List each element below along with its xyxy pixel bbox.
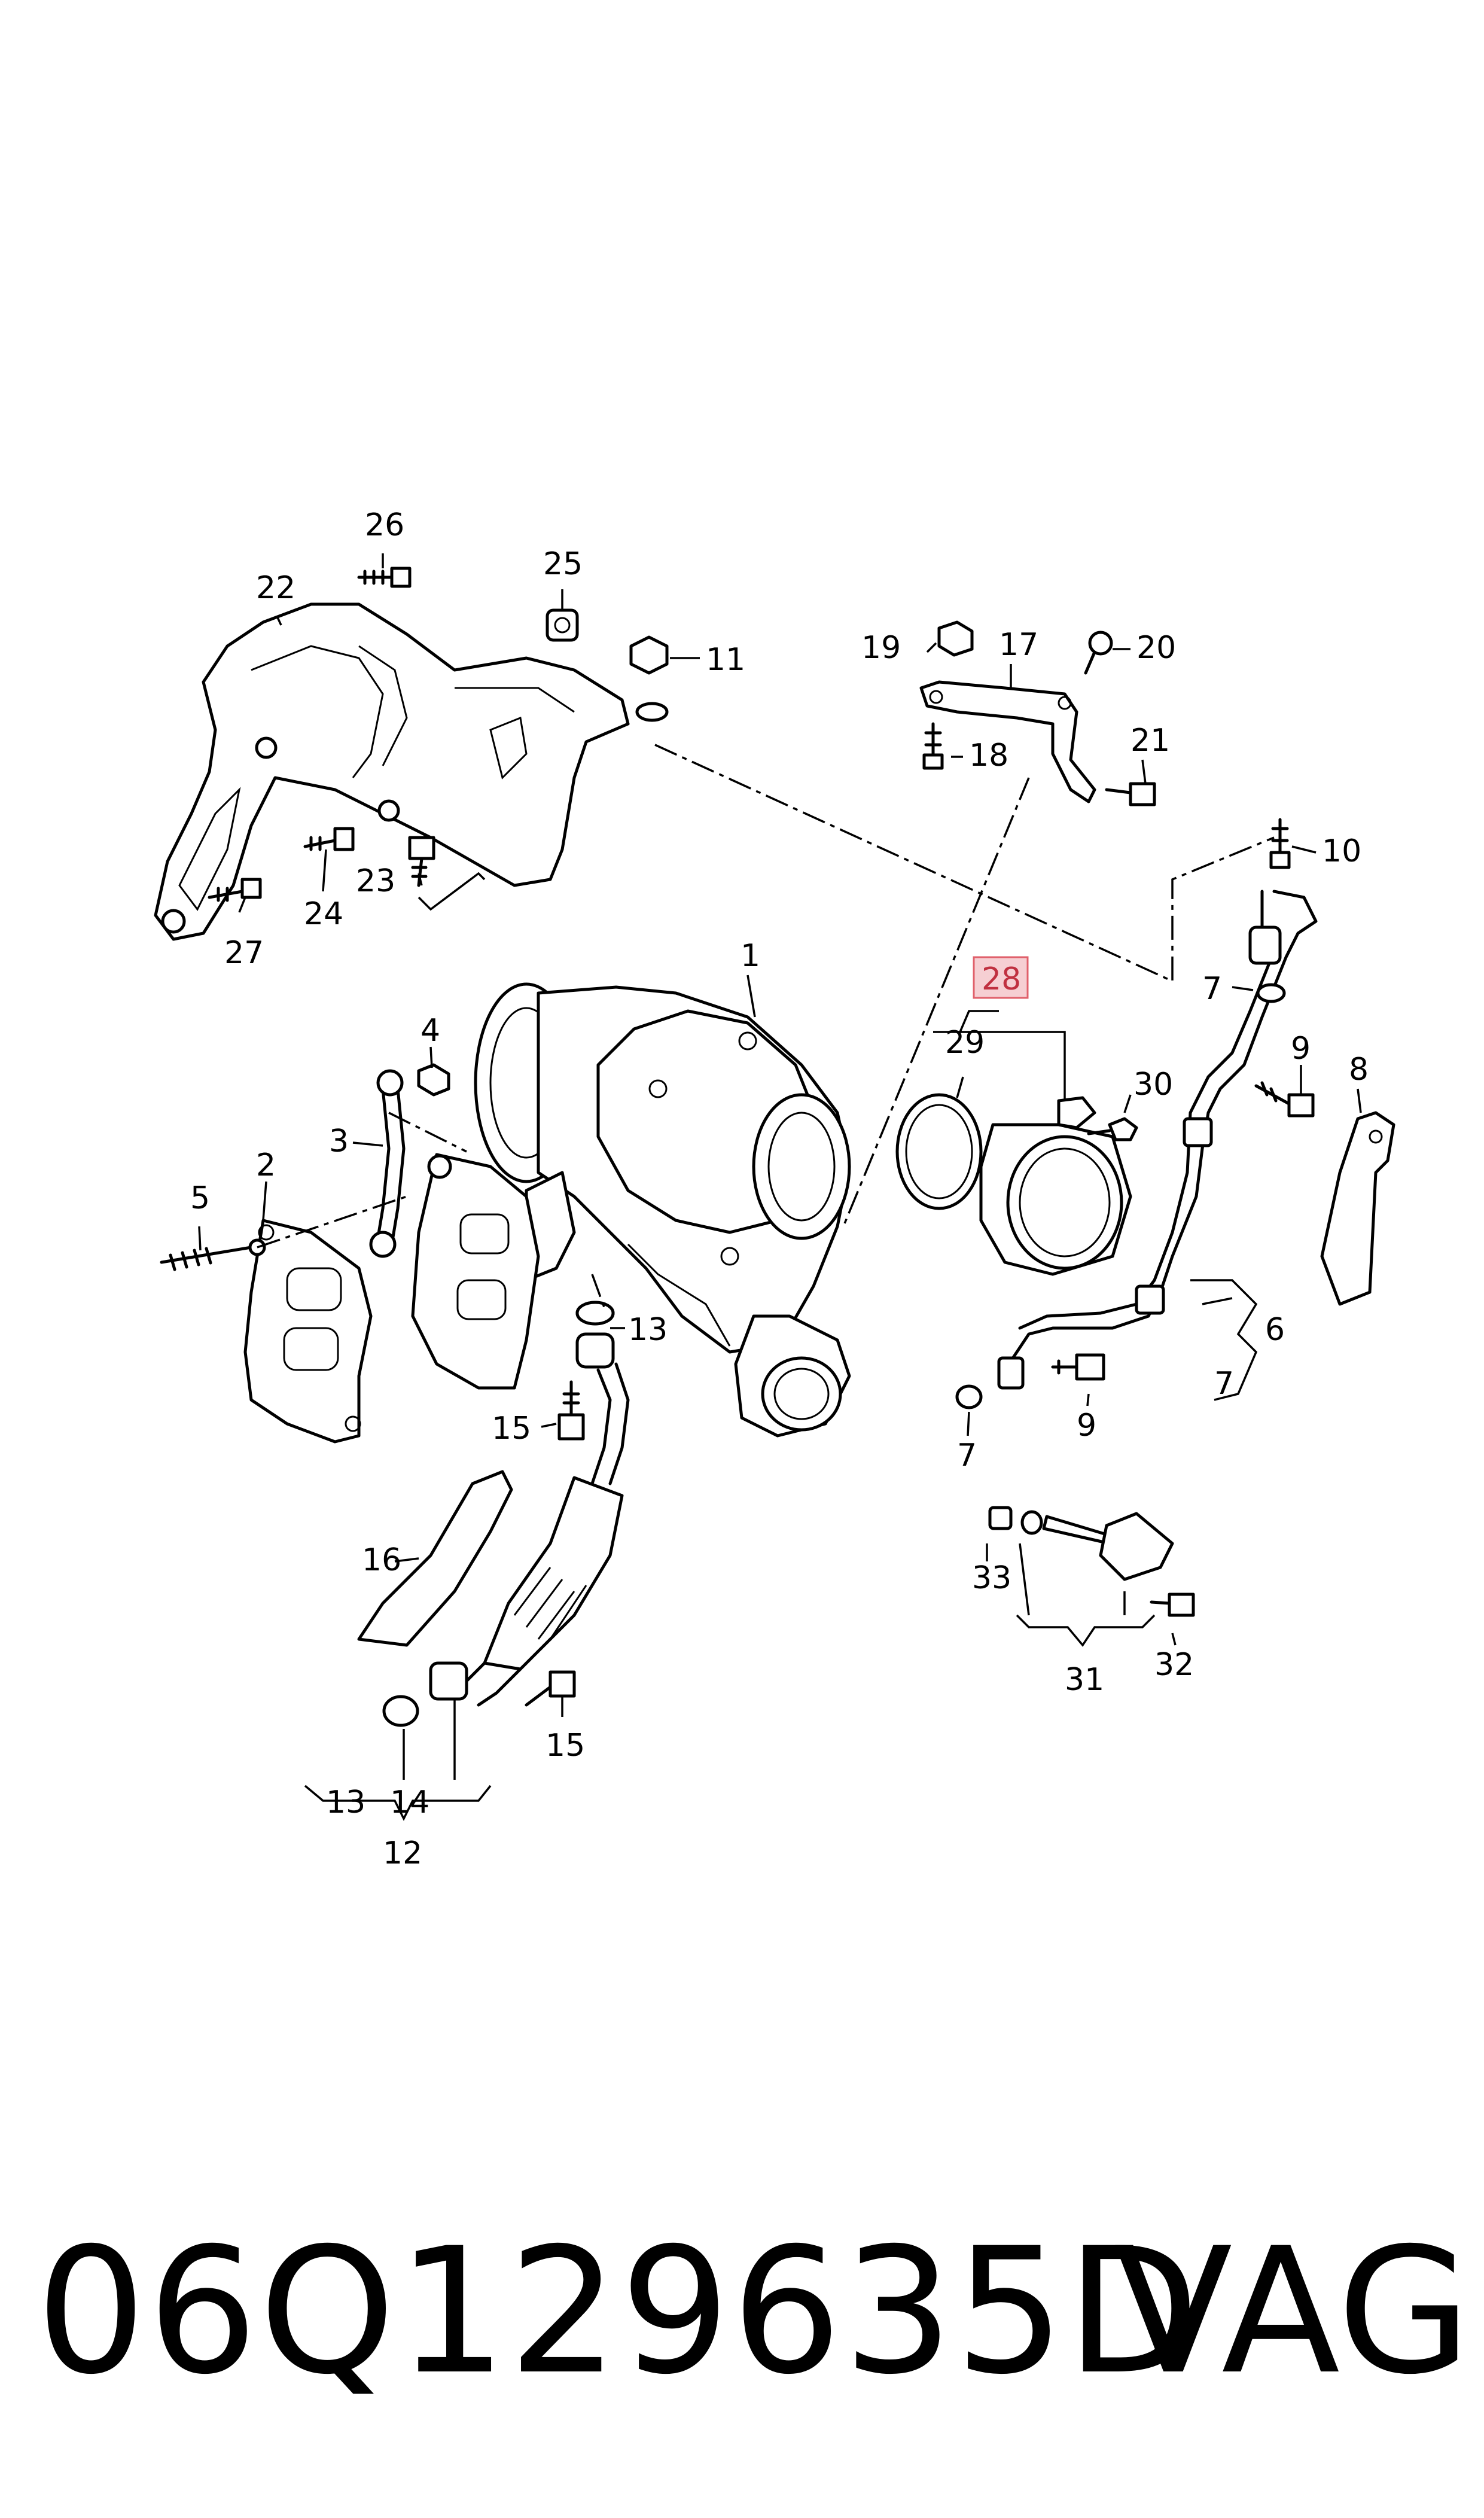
nut-4 bbox=[417, 1063, 450, 1097]
oil-feed-line-6 bbox=[997, 890, 1318, 1390]
callout-11: 11 bbox=[706, 642, 745, 678]
callout-32: 32 bbox=[1154, 1647, 1194, 1683]
heat-shield-8 bbox=[1320, 1111, 1395, 1306]
bolt-26 bbox=[357, 567, 412, 588]
callout-8: 8 bbox=[1349, 1052, 1369, 1088]
intake-connector-28 bbox=[895, 1093, 1132, 1276]
stud-5 bbox=[160, 1238, 266, 1271]
callout-18: 18 bbox=[969, 738, 1008, 774]
callout-labels: 1 2 3 4 5 6 7 7 7 8 9 9 10 11 12 13 13 1… bbox=[190, 507, 1369, 1871]
callout-6: 6 bbox=[1265, 1312, 1285, 1348]
callout-12: 12 bbox=[383, 1835, 422, 1871]
callout-23: 23 bbox=[356, 863, 395, 899]
bolt-32 bbox=[1150, 1593, 1195, 1617]
bolt-10 bbox=[1269, 818, 1291, 869]
callout-27: 27 bbox=[224, 935, 264, 971]
caption-footer: 06Q129635D VAG bbox=[24, 2213, 1471, 2411]
callout-13-b: 13 bbox=[326, 1785, 365, 1820]
bolt-23 bbox=[408, 836, 435, 887]
callout-33: 33 bbox=[972, 1560, 1011, 1596]
callout-25: 25 bbox=[543, 546, 583, 582]
leader-lines bbox=[198, 553, 1362, 1821]
assembly-line-bracket3 bbox=[388, 1112, 467, 1153]
pressure-sensor-31 bbox=[988, 1506, 1174, 1581]
callout-15-b: 15 bbox=[546, 1728, 585, 1764]
heat-shield-part bbox=[154, 602, 630, 941]
callout-5: 5 bbox=[190, 1180, 210, 1216]
callout-13-a: 13 bbox=[628, 1312, 668, 1348]
bracket-3 bbox=[369, 1069, 406, 1258]
turbo-flange bbox=[411, 1153, 540, 1390]
callout-15-a: 15 bbox=[492, 1411, 531, 1447]
turbocharger-1 bbox=[474, 982, 851, 1438]
seal-ring-7 bbox=[955, 983, 1286, 1409]
callout-9-a: 9 bbox=[1291, 1031, 1311, 1067]
callout-16: 16 bbox=[362, 1542, 401, 1578]
callout-31: 31 bbox=[1065, 1662, 1104, 1698]
assembly-line-stud bbox=[257, 1195, 407, 1249]
assembly-line-gasket13 bbox=[591, 1274, 605, 1308]
callout-26: 26 bbox=[365, 507, 404, 543]
nut-19 bbox=[937, 620, 974, 657]
bolt-24 bbox=[303, 827, 355, 851]
bolt-21 bbox=[1105, 782, 1156, 806]
nut-25 bbox=[546, 608, 579, 642]
callout-22: 22 bbox=[256, 570, 295, 606]
callout-19: 19 bbox=[861, 630, 901, 666]
callout-20: 20 bbox=[1136, 630, 1176, 666]
heat-shield-16 bbox=[357, 1470, 513, 1647]
callout-7-b: 7 bbox=[1214, 1366, 1234, 1402]
bolt-18 bbox=[922, 722, 944, 770]
callout-30: 30 bbox=[1133, 1067, 1173, 1103]
callout-4: 4 bbox=[420, 1013, 440, 1049]
exhaust-gasket-2 bbox=[243, 1219, 373, 1444]
callout-10: 10 bbox=[1322, 833, 1361, 869]
nut-11 bbox=[629, 635, 669, 722]
callout-17: 17 bbox=[999, 627, 1038, 663]
part-number: 06Q129635D bbox=[36, 2211, 1201, 2413]
callout-14: 14 bbox=[390, 1785, 429, 1820]
callout-29: 29 bbox=[945, 1025, 985, 1061]
callout-7-a: 7 bbox=[1202, 971, 1222, 1007]
callout-2: 2 bbox=[256, 1147, 276, 1183]
brand-name: VAG bbox=[1114, 2211, 1471, 2413]
assembly-line-11-10 bbox=[654, 744, 1275, 983]
bolt-27 bbox=[208, 878, 262, 902]
callout-28-highlight bbox=[973, 956, 1029, 999]
banjo-bolt-9 bbox=[1051, 1081, 1315, 1381]
callout-9-b: 9 bbox=[1077, 1408, 1096, 1444]
callout-1: 1 bbox=[741, 938, 760, 974]
callout-24: 24 bbox=[304, 896, 343, 932]
callout-28: 28 bbox=[982, 961, 1021, 997]
callout-3: 3 bbox=[329, 1123, 349, 1159]
gasket-13 bbox=[575, 1301, 615, 1326]
callout-21: 21 bbox=[1130, 723, 1170, 759]
callout-7-c: 7 bbox=[957, 1438, 977, 1473]
bracket-17 bbox=[919, 680, 1096, 803]
bolt-30 bbox=[1087, 1117, 1138, 1141]
bolt-20 bbox=[1084, 631, 1113, 675]
